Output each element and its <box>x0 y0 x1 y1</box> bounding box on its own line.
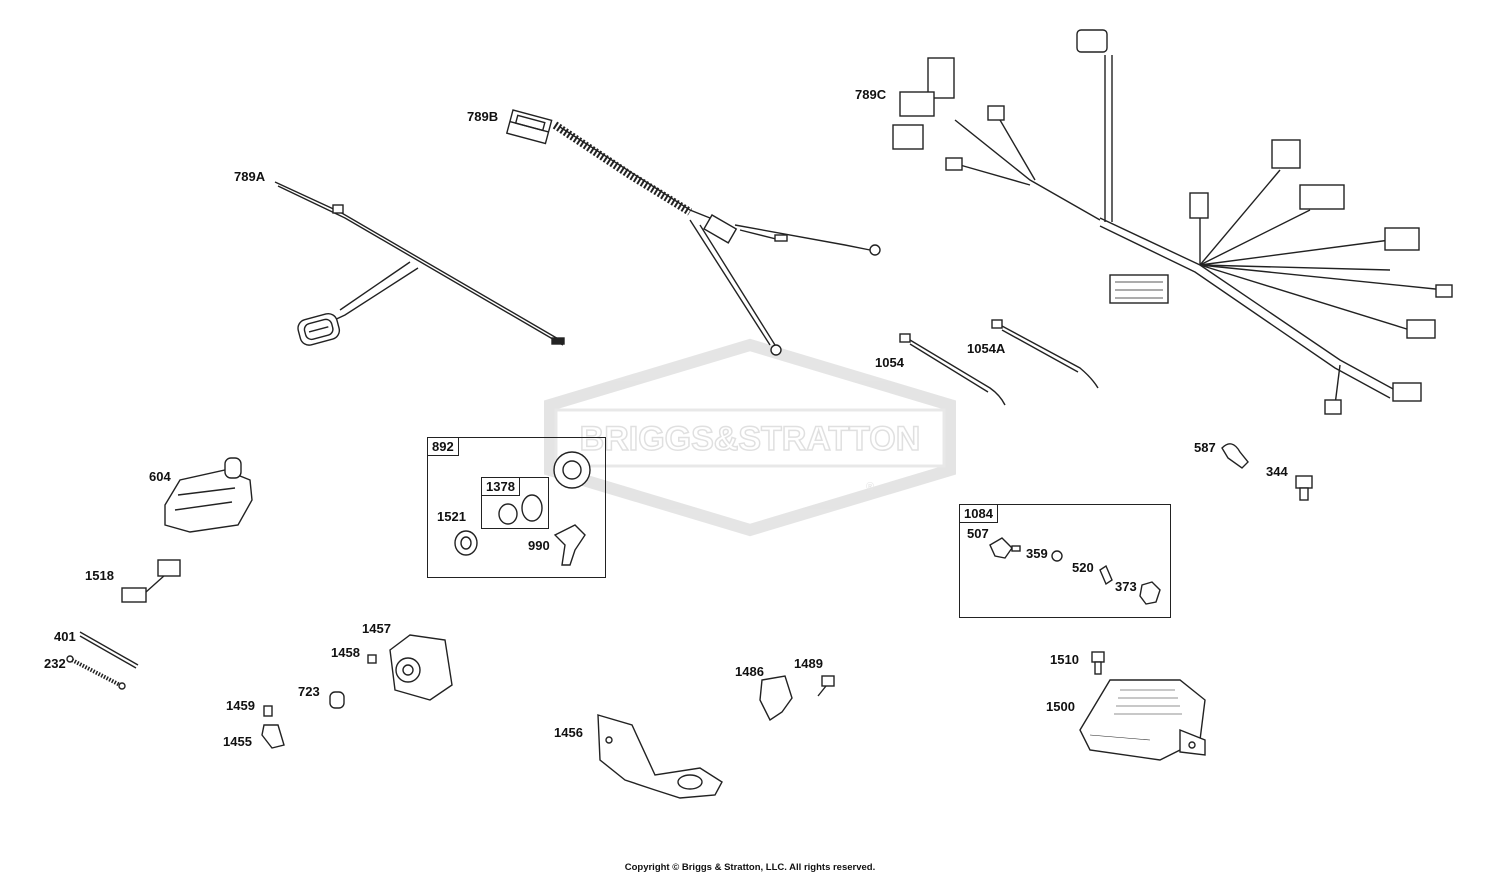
cable-ties-drawing <box>899 319 1099 406</box>
part-label-1456: 1456 <box>554 725 583 740</box>
part-label-1457: 1457 <box>362 621 391 636</box>
part-label-723: 723 <box>298 684 320 699</box>
watermark-brand: BRIGGS&STRATTON <box>580 420 921 458</box>
kit-1084-drawing <box>989 537 1161 605</box>
part-label-1521: 1521 <box>437 509 466 524</box>
part-label-604: 604 <box>149 469 171 484</box>
part-label-587: 587 <box>1194 440 1216 455</box>
part-label-520: 520 <box>1072 560 1094 575</box>
bracket-1456-drawing <box>597 714 723 799</box>
part-label-344: 344 <box>1266 464 1288 479</box>
part-label-373: 373 <box>1115 579 1137 594</box>
copyright-notice: Copyright © Briggs & Stratton, LLC. All … <box>624 862 876 873</box>
part-label-1458: 1458 <box>331 645 360 660</box>
part-label-1489: 1489 <box>794 656 823 671</box>
part-label-1500: 1500 <box>1046 699 1075 714</box>
actuator-1457-drawing <box>261 634 453 749</box>
part-label-789a: 789A <box>234 169 266 184</box>
part-label-232: 232 <box>44 656 66 671</box>
harness-789c-drawing <box>892 29 1453 415</box>
part-label-990: 990 <box>528 538 550 553</box>
part-label-1455: 1455 <box>223 734 252 749</box>
harness-789b-drawing <box>505 109 881 356</box>
part-label-1486: 1486 <box>735 664 764 679</box>
cover-604-drawing <box>164 457 253 533</box>
clip-bolt-drawing <box>1221 443 1313 501</box>
group-label-892: 892 <box>428 438 459 456</box>
group-box-892: 892 <box>427 437 606 578</box>
brand-watermark: BRIGGS&STRATTON ® <box>544 338 956 537</box>
ecu-1500-drawing <box>1079 651 1206 761</box>
group-box-1378: 1378 <box>481 477 549 529</box>
part-label-1054: 1054 <box>875 355 904 370</box>
part-label-401: 401 <box>54 629 76 644</box>
part-label-789c: 789C <box>855 87 887 102</box>
group-label-1084: 1084 <box>960 505 998 523</box>
part-label-1459: 1459 <box>226 698 255 713</box>
watermark-registered: ® <box>866 481 874 493</box>
group-label-1378: 1378 <box>482 478 520 496</box>
sensor-1486-drawing <box>759 675 835 722</box>
connector-1518-drawing <box>121 559 181 603</box>
spring-link-drawing <box>66 631 139 690</box>
part-label-789b: 789B <box>467 109 499 124</box>
part-label-359: 359 <box>1026 546 1048 561</box>
harness-789a-drawing <box>274 181 565 346</box>
part-label-1518: 1518 <box>85 568 114 583</box>
part-label-1510: 1510 <box>1050 652 1079 667</box>
part-label-507: 507 <box>967 526 989 541</box>
group-box-1084: 1084 <box>959 504 1171 618</box>
ignition-switch-drawing <box>454 451 591 566</box>
part-label-1054a: 1054A <box>967 341 1006 356</box>
